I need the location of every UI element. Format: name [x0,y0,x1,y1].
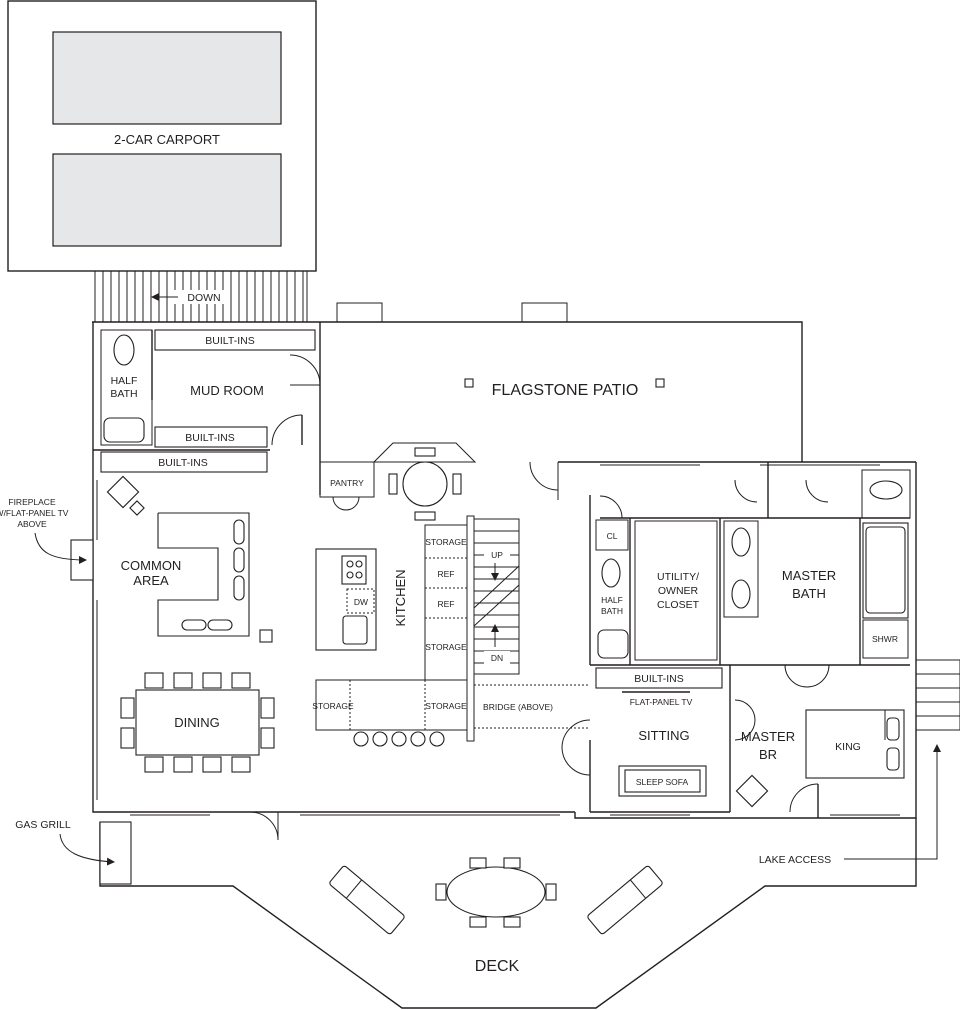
deck-table [446,866,546,918]
bridge-label: BRIDGE (ABOVE) [483,702,553,712]
master-br-label-2: BR [759,747,777,762]
half-bath-label-2: BATH [110,388,137,400]
lake-access-stairs: LAKE ACCESS [759,659,960,866]
dining-chair [260,727,275,749]
fireplace-note-1: FIREPLACE [8,497,56,507]
storage-label-1: STORAGE [425,537,467,547]
utility-label-2: OWNER [658,585,699,597]
storage-counter-left-label: STORAGE [312,701,354,711]
dining-chair [202,672,222,689]
storage-label-2: STORAGE [425,642,467,652]
bath-sink-icon-1 [731,527,751,557]
bar-stool [410,731,426,747]
carport-stairs: DOWN [94,270,308,323]
dining-table [120,672,275,773]
utility-label-3: CLOSET [657,599,700,611]
storage-counter-right-label: STORAGE [425,701,467,711]
master-bath-label-1: MASTER [782,568,836,583]
shwr-label: SHWR [872,634,898,644]
sectional-sofa [157,512,250,637]
dining-chair [120,727,135,749]
carport-label: 2-CAR CARPORT [114,132,220,147]
mud-room-label: MUD ROOM [190,383,264,398]
bar-stool [429,731,445,747]
dining-chair [260,697,275,719]
round-table [402,461,448,507]
bar-stool [391,731,407,747]
bar-stool [353,731,369,747]
sink-icon-2 [597,629,629,659]
flat-panel-tv-label: FLAT-PANEL TV [630,697,693,707]
right-wing: CL HALF BATH UTILITY/ OWNER CLOSET MASTE… [561,462,911,818]
left-wing: HALF BATH BUILT-INS MUD ROOM BUILT-INS B… [0,329,321,841]
dining-label: DINING [174,715,220,730]
built-ins-top-label: BUILT-INS [205,335,254,347]
dining-chair [202,756,222,773]
common-area-label-1: COMMON [121,558,182,573]
kitchen-area: FLAGSTONE PATIO PANTRY DW KITCHEN STORAG… [312,382,639,747]
up-label: UP [491,550,503,560]
ref-label-2: REF [438,599,455,609]
armchair-icon-2 [735,774,769,808]
built-ins-sitting-label: BUILT-INS [634,673,683,685]
dining-chair [231,756,251,773]
half-bath-2-label-2: BATH [601,606,623,616]
master-bath-label-2: BATH [792,586,826,601]
armchair-icon [106,475,140,509]
fireplace-note-2: W/FLAT-PANEL TV [0,508,69,518]
dining-chair [173,672,193,689]
dn-label: DN [491,653,503,663]
gas-grill-label: GAS GRILL [15,819,71,831]
carport: 2-CAR CARPORT [7,0,317,272]
kitchen-label: KITCHEN [393,569,408,626]
pantry-label: PANTRY [330,478,364,488]
sitting-label: SITTING [638,728,689,743]
bath-sink-icon-2 [731,579,751,609]
bar-stool [372,731,388,747]
exterior-walls [92,302,917,819]
parking-space-2 [52,153,282,247]
lounge-chair-right [587,865,663,935]
down-label: DOWN [187,292,220,304]
built-ins-mid-label: BUILT-INS [185,432,234,444]
toilet-icon [113,334,135,366]
dw-label: DW [354,597,368,607]
built-ins-low-label: BUILT-INS [158,457,207,469]
dining-chair [144,756,164,773]
parking-space-1 [52,31,282,125]
lake-access-label: LAKE ACCESS [759,854,831,866]
fireplace-note-3: ABOVE [17,519,47,529]
common-area-label-2: AREA [133,573,169,588]
cooktop-icon [341,555,367,585]
island-sink-icon [342,615,368,645]
deck-label: DECK [475,958,520,975]
half-bath-label-1: HALF [111,375,138,387]
toilet-icon-3 [869,480,903,500]
ref-label-1: REF [438,569,455,579]
cl-label: CL [607,531,618,541]
dining-chair [231,672,251,689]
king-label: KING [835,741,861,753]
dining-chair [120,697,135,719]
master-br-label-1: MASTER [741,729,795,744]
dining-chair [173,756,193,773]
flagstone-patio-label: FLAGSTONE PATIO [492,382,639,399]
dining-chair [144,672,164,689]
toilet-icon-2 [601,558,621,588]
half-bath-2-label-1: HALF [601,595,623,605]
utility-label-1: UTILITY/ [657,571,699,583]
sink-icon [103,417,145,443]
deck: GAS GRILL DECK [15,818,917,1009]
sleep-sofa-label: SLEEP SOFA [636,777,689,787]
gas-grill [99,821,132,885]
lounge-chair-left [329,865,405,935]
